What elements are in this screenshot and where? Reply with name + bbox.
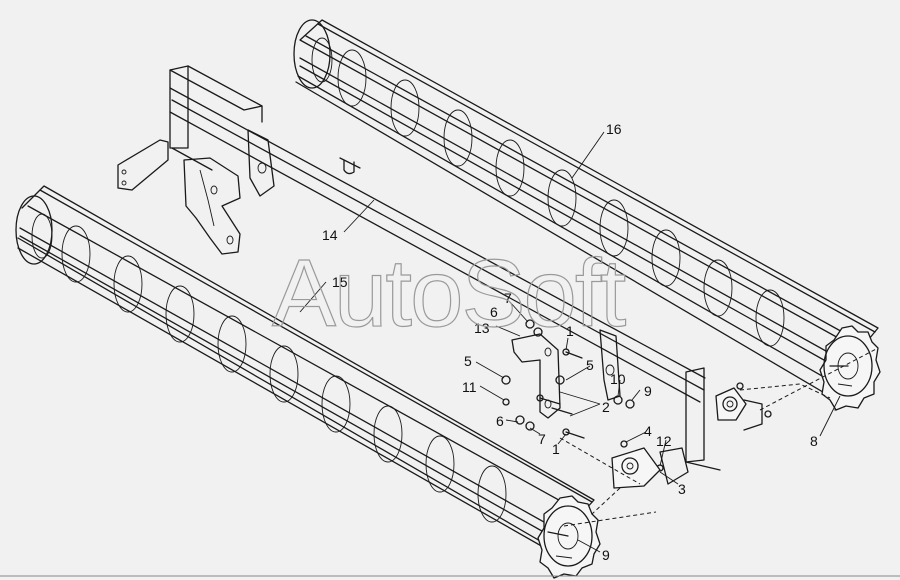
roller-front-discs xyxy=(61,225,507,523)
watermark: AutoSoft xyxy=(272,240,626,347)
callout-13: 13 xyxy=(474,320,490,336)
callout-1: 1 xyxy=(566,323,574,339)
callout-5: 5 xyxy=(464,353,472,369)
bearing-plate-lower xyxy=(611,447,689,489)
roller-rear-discs xyxy=(337,49,785,347)
callout-3: 3 xyxy=(678,481,686,497)
bearing-plate-upper xyxy=(715,387,763,431)
callout-6: 6 xyxy=(490,304,498,320)
dashed-guide-lines xyxy=(559,347,879,527)
callout-9: 9 xyxy=(644,383,652,399)
callout-1: 1 xyxy=(552,441,560,457)
callout-15: 15 xyxy=(332,274,348,290)
roller-rear xyxy=(293,19,881,411)
roller-front xyxy=(15,185,601,579)
left-bracket xyxy=(183,157,241,255)
callout-4: 4 xyxy=(644,423,652,439)
callout-7: 7 xyxy=(504,290,512,306)
callout-2: 2 xyxy=(602,399,610,415)
callout-5: 5 xyxy=(586,357,594,373)
callout-11: 11 xyxy=(462,379,477,395)
callout-6: 6 xyxy=(496,413,504,429)
callout-10: 10 xyxy=(610,371,626,387)
callout-7: 7 xyxy=(538,431,546,447)
callout-8: 8 xyxy=(810,433,818,449)
callouts: 16 14 15 7 6 13 1 5 5 11 10 9 2 6 7 1 4 … xyxy=(322,121,818,563)
callout-16: 16 xyxy=(606,121,622,137)
frame-beam xyxy=(117,65,721,471)
leader-lines xyxy=(299,131,841,553)
callout-12: 12 xyxy=(656,433,672,449)
callout-14: 14 xyxy=(322,227,338,243)
callout-9: 9 xyxy=(602,547,610,563)
